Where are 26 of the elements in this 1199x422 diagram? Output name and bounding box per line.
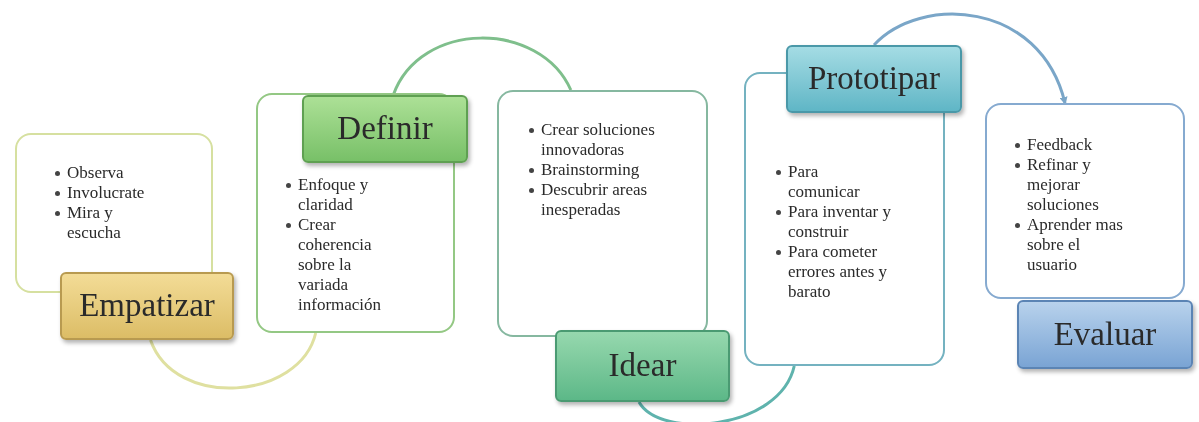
stage-label: Evaluar bbox=[1017, 300, 1193, 369]
bullet-text: Para cometer errores antes y barato bbox=[788, 242, 889, 302]
stage-card bbox=[497, 90, 708, 337]
bullet-text: Brainstorming bbox=[541, 160, 641, 180]
stage-label: Idear bbox=[555, 330, 730, 402]
bullet-text: Crear coherencia sobre la variada información bbox=[298, 215, 383, 315]
bullet-text: Mira y escucha bbox=[67, 203, 122, 243]
bullet-text: Descubrir areas inesperadas bbox=[541, 180, 649, 220]
bullet-text: Refinar y mejorar soluciones bbox=[1027, 155, 1100, 215]
curved-connector bbox=[637, 365, 796, 422]
bullet-text: Crear soluciones innovadoras bbox=[541, 120, 655, 160]
bullet-text: Observa bbox=[67, 163, 125, 183]
bullet-text: Feedback bbox=[1027, 135, 1094, 155]
stage-label: Definir bbox=[302, 95, 468, 163]
stage-card bbox=[985, 103, 1185, 299]
curved-connector bbox=[391, 36, 573, 96]
bullet-text: Aprender mas sobre el usuario bbox=[1027, 215, 1124, 275]
curved-connector bbox=[149, 332, 318, 390]
bullet-text: Enfoque y claridad bbox=[298, 175, 370, 215]
stage-label: Prototipar bbox=[786, 45, 962, 113]
curved-arrow bbox=[873, 12, 1067, 105]
bullet-text: Para inventar y construir bbox=[788, 202, 892, 242]
stage-card bbox=[15, 133, 213, 293]
stage-label: Empatizar bbox=[60, 272, 234, 340]
bullet-text: Para comunicar bbox=[788, 162, 861, 202]
bullet-text: Involucrate bbox=[67, 183, 146, 203]
